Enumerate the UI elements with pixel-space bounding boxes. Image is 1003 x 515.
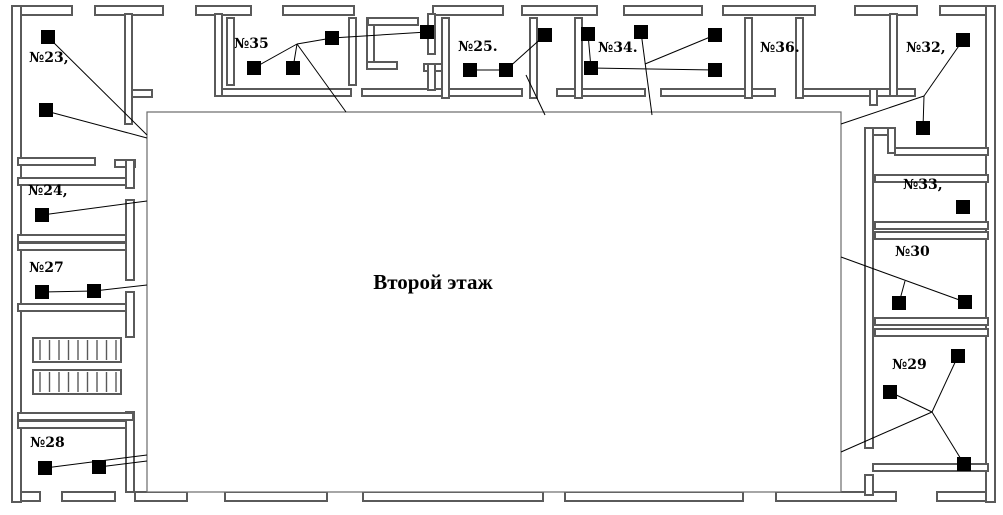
devices (35, 25, 972, 475)
room-labels: №23, №35 №25. №34. №36. №32, №24, №33, №… (28, 36, 946, 451)
wire-32-a (923, 39, 964, 97)
wire-23-a (47, 36, 148, 136)
room-label-33: №33, (903, 177, 943, 193)
device-room-29-3 (957, 457, 971, 471)
device-room-34-3 (708, 28, 722, 42)
room-label-34: №34. (598, 40, 638, 56)
device-room-33-1 (956, 200, 970, 214)
partitions-right (872, 147, 989, 472)
device-room-30-2 (958, 295, 972, 309)
device-room-25-2 (499, 63, 513, 77)
room-label-32: №32, (906, 40, 946, 56)
wire-34-c (644, 34, 716, 65)
room-label-29: №29 (892, 357, 927, 373)
device-room-34-5 (708, 63, 722, 77)
wire-28-b (98, 460, 148, 468)
device-room-23-2 (39, 103, 53, 117)
device-room-23-1 (41, 30, 55, 44)
device-room-25-3 (538, 28, 552, 42)
device-room-32-1 (956, 33, 970, 47)
device-room-35-4 (420, 25, 434, 39)
device-room-35-2 (286, 61, 300, 75)
device-room-27-2 (87, 284, 101, 298)
device-room-27-1 (35, 285, 49, 299)
device-room-25-1 (463, 63, 477, 77)
room-label-24: №24, (28, 183, 68, 199)
wire-29-c (931, 411, 965, 465)
device-room-34-1 (581, 27, 595, 41)
device-room-35-3 (325, 31, 339, 45)
outer-wall-bottom (11, 491, 996, 502)
room-label-23: №23, (29, 50, 69, 66)
device-room-29-2 (883, 385, 897, 399)
device-room-34-2 (634, 25, 648, 39)
room-label-27: №27 (29, 260, 64, 276)
device-room-34-4 (584, 61, 598, 75)
room-label-30: №30 (895, 244, 930, 260)
wire-23-b (45, 110, 148, 139)
device-room-28-2 (92, 460, 106, 474)
device-room-32-2 (916, 121, 930, 135)
wire-29-a (931, 355, 959, 413)
wire-32-c (840, 95, 925, 125)
outer-wall-sides (11, 5, 996, 503)
wire-27-b (93, 284, 148, 292)
staircase (32, 337, 122, 395)
wire-30-a (840, 256, 966, 303)
wire-27-a (41, 290, 95, 293)
wire-35-d (331, 31, 428, 39)
wiring (41, 31, 966, 469)
device-room-29-1 (951, 349, 965, 363)
wire-34-b (590, 67, 716, 71)
wire-35-e (296, 43, 347, 113)
wire-35-a (253, 43, 298, 69)
device-room-30-1 (892, 296, 906, 310)
wire-34-d (640, 31, 653, 116)
corridor-wall-right (864, 127, 896, 496)
central-courtyard (146, 111, 842, 493)
room-label-35: №35 (234, 36, 269, 52)
room-label-25: №25. (458, 39, 498, 55)
partitions-left (17, 157, 134, 429)
floor-title: Второй этаж (373, 270, 493, 294)
outer-wall-top (11, 5, 996, 16)
device-room-28-1 (38, 461, 52, 475)
room-label-28: №28 (30, 435, 65, 451)
device-room-24-1 (35, 208, 49, 222)
wire-24 (41, 200, 148, 216)
wire-25-c (525, 74, 546, 116)
wire-29-d (840, 411, 933, 453)
corridor-wall-top (214, 88, 916, 106)
partitions-top (214, 13, 898, 99)
room-label-36: №36. (760, 40, 800, 56)
device-room-35-1 (247, 61, 261, 75)
